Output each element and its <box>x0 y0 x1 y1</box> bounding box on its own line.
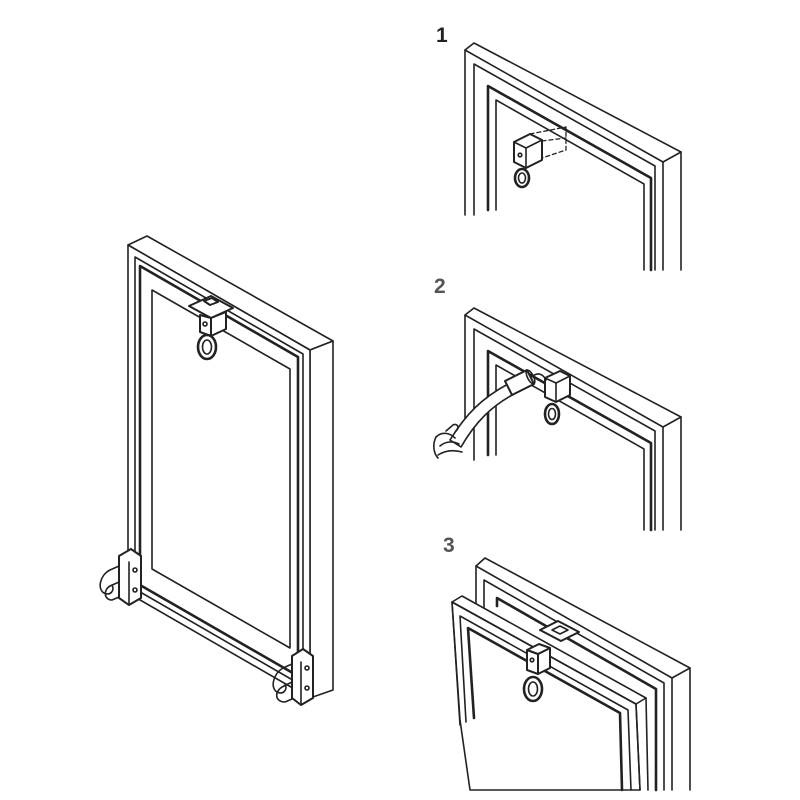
step1-bracket-top-edge <box>513 141 527 149</box>
step3-bracket-icon <box>522 620 580 703</box>
left-hinge-hook <box>99 565 120 595</box>
step1-sash-groove <box>486 84 653 272</box>
step-2-illustration: 2 <box>433 275 682 532</box>
right-hinge-screw-top <box>304 665 310 671</box>
main-bottom-left-hinge-icon <box>99 548 142 606</box>
main-frame-side-face <box>309 340 334 699</box>
hand-finger-2 <box>437 449 463 456</box>
step2-glass-edge <box>495 364 645 531</box>
step1-ring-inner <box>517 172 527 184</box>
main-bottom-right-hinge-icon <box>272 648 314 706</box>
main-bracket-screw <box>202 321 208 327</box>
step1-glass-edge <box>495 99 645 271</box>
main-bracket-plate <box>188 295 234 319</box>
hand-palm <box>433 436 439 459</box>
hand-thumb <box>445 423 459 432</box>
step1-bracket-screw <box>517 152 523 158</box>
step1-placement-guide-mid <box>541 137 567 142</box>
right-hinge-plate <box>291 648 314 706</box>
step3-bracket-screw <box>529 657 535 663</box>
step1-bracket-top-edge-right <box>525 139 543 149</box>
right-hinge-hook-lower <box>275 681 293 703</box>
step3-sash-right-side <box>645 697 649 791</box>
step-1-label: 1 <box>436 24 448 47</box>
step3-frame-groove <box>495 596 658 792</box>
hand-icon <box>433 423 463 459</box>
step1-frame-inner-edge <box>473 63 656 271</box>
step1-bracket-body <box>513 133 543 169</box>
step1-placement-guide <box>529 126 567 159</box>
step1-bracket-icon <box>513 126 567 189</box>
step2-ring-icon <box>543 402 561 426</box>
hand-wrist <box>435 432 456 439</box>
step2-ring-inner <box>547 407 557 421</box>
left-hinge-screw-bottom <box>132 587 138 593</box>
main-window <box>99 235 334 706</box>
main-ring-inner <box>201 339 213 355</box>
main-glass-pane <box>151 289 291 649</box>
pole-tool-icon <box>449 369 547 448</box>
step3-ring-inner <box>527 681 539 697</box>
step2-bracket-top-edge-right <box>555 375 571 384</box>
step-3-illustration: 3 <box>443 534 691 792</box>
left-hinge-hook-lower <box>104 581 120 601</box>
step3-bracket-notch <box>551 625 569 635</box>
step-2-label: 2 <box>434 275 446 298</box>
main-bracket-body-right <box>210 311 227 337</box>
main-ring-icon <box>196 333 218 361</box>
right-hinge-screw-bottom <box>304 685 310 691</box>
step3-bracket-top <box>526 643 551 655</box>
main-top-bracket-icon <box>188 295 234 361</box>
hand-finger-1 <box>439 441 460 447</box>
step2-bracket-icon <box>543 370 571 426</box>
step1-ring-icon <box>513 167 531 189</box>
step3-bracket-plate <box>539 620 580 642</box>
step-1-illustration: 1 <box>436 24 682 272</box>
left-hinge-screw-top <box>132 567 138 573</box>
step3-ring-icon <box>522 675 544 703</box>
step-3-label: 3 <box>443 534 455 557</box>
step2-bracket-top-edge <box>544 377 557 384</box>
main-bracket-block <box>203 297 219 306</box>
left-hinge-plate <box>118 548 142 606</box>
pole-hook-tip <box>532 373 547 381</box>
step2-bracket-body <box>544 370 571 403</box>
